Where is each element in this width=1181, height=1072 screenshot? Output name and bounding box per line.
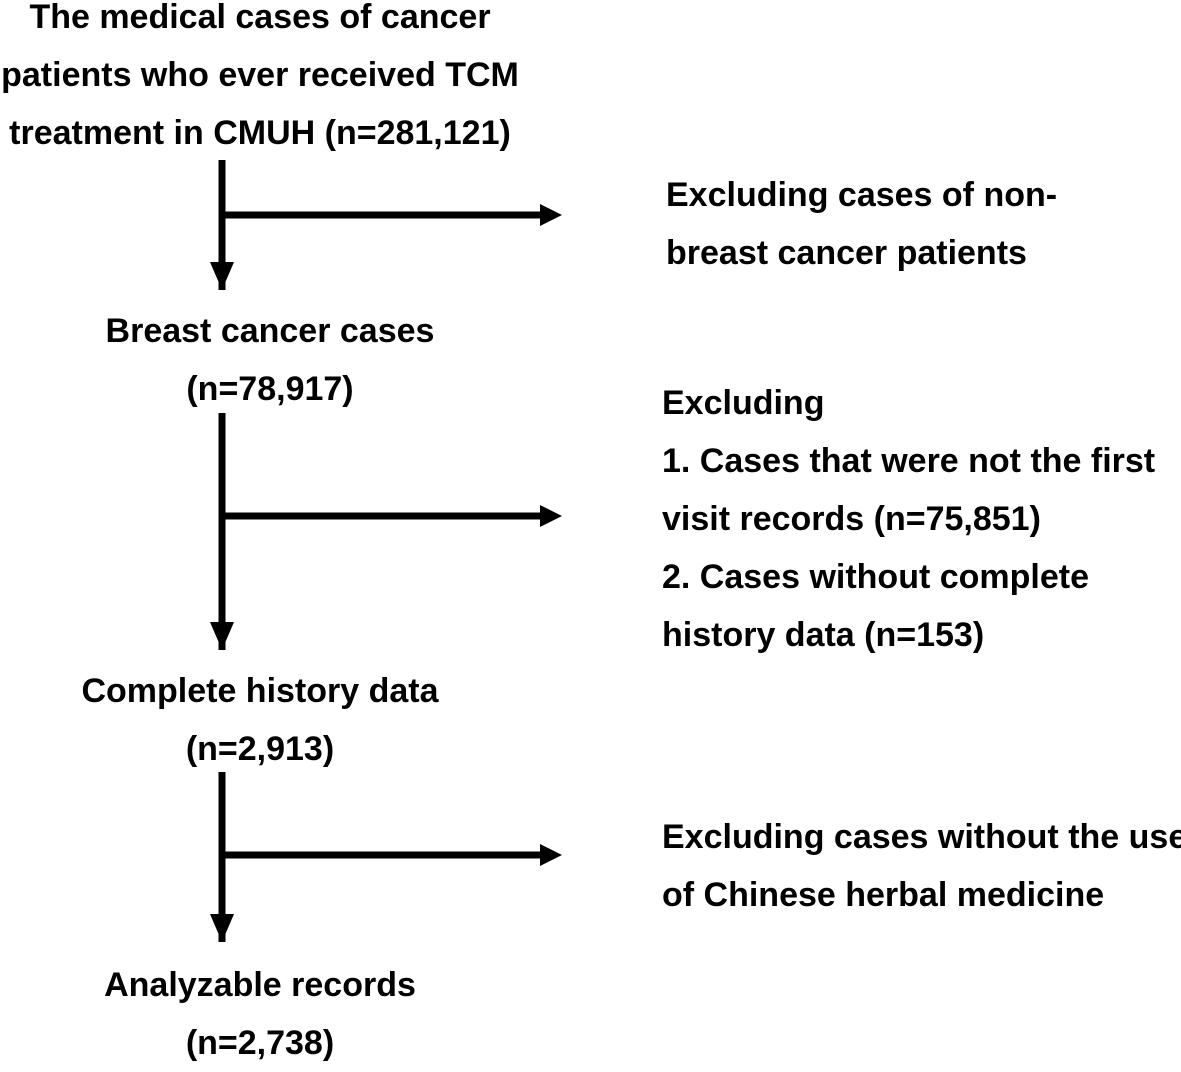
exclusion-2-line-1: Excluding [662,384,825,422]
step-source-line-1: The medical cases of cancer [29,0,491,36]
exclusion-3-line-1: Excluding cases without the use [662,818,1181,856]
exclusion-2-line-3: visit records (n=75,851) [662,500,1041,538]
step-analyzable-records: Analyzable records (n=2,738) [50,956,470,1072]
down-arrowhead-1 [210,262,234,290]
step-complete-history: Complete history data (n=2,913) [40,662,480,778]
down-arrowhead-3 [210,914,234,942]
exclusion-3-line-2: of Chinese herbal medicine [662,876,1105,914]
step-analyzable-line-1: Analyzable records [104,966,416,1004]
exclusion-2-line-5: history data (n=153) [662,616,985,654]
exclusion-1-line-1: Excluding cases of non- [666,176,1058,214]
exclusion-first-visit-history: Excluding 1. Cases that were not the fir… [662,374,1177,664]
right-arrowhead-2 [540,505,562,527]
step-breast-cancer-cases: Breast cancer cases (n=78,917) [60,302,480,418]
step-source-line-2: patients who ever received TCM [1,56,519,94]
step-source-cases: The medical cases of cancer patients who… [0,0,520,162]
right-arrowhead-1 [540,204,562,226]
right-arrowhead-3 [540,844,562,866]
step-source-line-3: treatment in CMUH (n=281,121) [9,114,511,152]
step-complete-line-1: Complete history data [81,672,439,710]
exclusion-2-line-2: 1. Cases that were not the first [662,442,1156,480]
exclusion-non-breast: Excluding cases of non- breast cancer pa… [666,166,1166,282]
exclusion-1-line-2: breast cancer patients [666,234,1027,272]
step-breast-line-1: Breast cancer cases [105,312,435,350]
exclusion-2-line-4: 2. Cases without complete [662,558,1089,596]
step-breast-line-2: (n=78,917) [186,370,354,408]
step-complete-line-2: (n=2,913) [185,730,335,768]
step-analyzable-line-2: (n=2,738) [185,1024,335,1062]
down-arrowhead-2 [210,622,234,650]
exclusion-no-herbal-medicine: Excluding cases without the use of Chine… [662,808,1181,924]
